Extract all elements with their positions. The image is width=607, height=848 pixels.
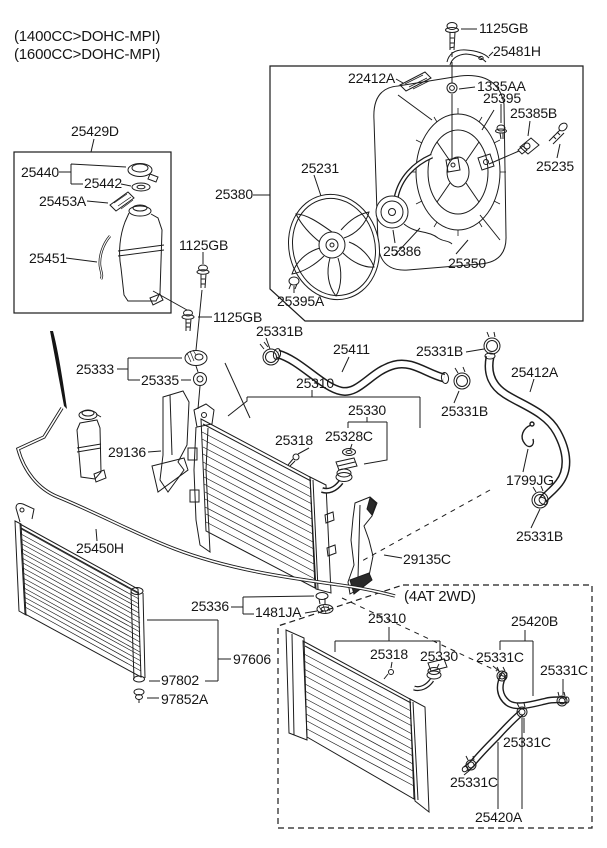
callout-1125GB-low: 1125GB [213, 309, 263, 325]
fan-shroud-drawing [373, 75, 507, 271]
callout-25310-main: 25310 [296, 375, 334, 391]
callout-25411: 25411 [333, 341, 370, 357]
oil-hose-clamps [465, 666, 568, 771]
oil-hose-upper-drawing [496, 671, 570, 710]
callout-25481H: 25481H [493, 43, 541, 59]
callout-97802: 97802 [161, 672, 199, 688]
reservoir-insitu-drawing [50, 331, 107, 483]
callout-29136: 29136 [108, 444, 146, 460]
callout-25335: 25335 [141, 372, 179, 388]
callout-25331B-left: 25331B [256, 323, 304, 339]
callout-25450H: 25450H [76, 540, 124, 556]
callout-25331B-mid: 25331B [441, 403, 489, 419]
callout-25331C-c: 25331C [503, 734, 551, 750]
callout-22412A: 22412A [348, 70, 396, 86]
callout-25453A: 25453A [39, 193, 87, 209]
air-guard-right-drawing [347, 496, 378, 595]
callout-25395: 25395 [483, 90, 521, 106]
callout-29135C: 29135C [403, 551, 451, 567]
callout-25330-main: 25330 [348, 402, 386, 418]
callout-25440: 25440 [21, 164, 59, 180]
top-hardware [445, 22, 490, 66]
callout-25442: 25442 [84, 175, 122, 191]
mounting-stack-hardware [181, 264, 210, 386]
callout-25318-4at: 25318 [370, 646, 408, 662]
wire-clip-drawing [521, 421, 535, 448]
callout-25395A: 25395A [277, 293, 325, 309]
callout-97852A: 97852A [161, 691, 209, 707]
reservoir-kit-drawing [98, 163, 165, 306]
callout-1335AA: 1335AA [477, 78, 526, 94]
fan-assembly-box [269, 65, 584, 322]
fan-box-hardware [288, 71, 568, 290]
callout-25231: 25231 [301, 160, 339, 176]
projection-line [341, 597, 498, 672]
callout-25429D: 25429D [71, 123, 119, 139]
callout-25331B-top: 25331B [416, 343, 464, 359]
engine-variant-line1: (1400CC>DOHC-MPI) [14, 28, 161, 45]
callout-25331C-b: 25331C [540, 662, 588, 678]
oil-hose-lower-drawing [461, 710, 524, 773]
hose-clamps [259, 331, 549, 509]
subview-caption: (4AT 2WD) [404, 588, 476, 605]
callout-1799JG: 1799JG [506, 472, 554, 488]
callout-25336: 25336 [191, 598, 229, 614]
callout-25235: 25235 [536, 158, 574, 174]
callout-97606: 97606 [233, 651, 271, 667]
engine-variant-line2: (1600CC>DOHC-MPI) [14, 46, 161, 63]
reservoir-tube-drawing [15, 407, 396, 598]
callout-25330-4at: 25330 [420, 648, 458, 664]
fan-motor-drawing [375, 153, 453, 245]
hose-upper-drawing [272, 348, 450, 396]
hose-lower-drawing [484, 352, 571, 506]
callout-25331C-d: 25331C [450, 774, 498, 790]
fan-drawing [287, 193, 381, 301]
callout-25412A: 25412A [511, 364, 559, 380]
callout-1125GB-top: 1125GB [479, 20, 529, 36]
callout-25331C-a: 25331C [476, 649, 524, 665]
callout-25333: 25333 [76, 361, 114, 377]
callout-25386: 25386 [383, 243, 421, 259]
radiator-main-drawing [200, 418, 358, 614]
callout-1481JA: 1481JA [255, 604, 302, 620]
reservoir-kit-box [13, 151, 172, 314]
callout-1125GB-mid: 1125GB [179, 237, 229, 253]
callout-25328C: 25328C [325, 428, 373, 444]
callout-25420B: 25420B [511, 613, 559, 629]
radiator-4at-drawing [285, 629, 448, 814]
callout-25310-4at: 25310 [368, 610, 406, 626]
callout-25385B: 25385B [510, 105, 558, 121]
condenser-drawing [14, 503, 146, 703]
callout-25451: 25451 [29, 250, 67, 266]
callout-25350: 25350 [448, 255, 486, 271]
projection-line [359, 489, 491, 563]
callout-25380: 25380 [215, 186, 253, 202]
callout-25420A: 25420A [475, 809, 523, 825]
leader-lines [59, 28, 564, 809]
callout-25331B-bottom: 25331B [516, 528, 564, 544]
callout-25318-main: 25318 [275, 432, 313, 448]
air-guard-left-drawing [151, 390, 190, 493]
